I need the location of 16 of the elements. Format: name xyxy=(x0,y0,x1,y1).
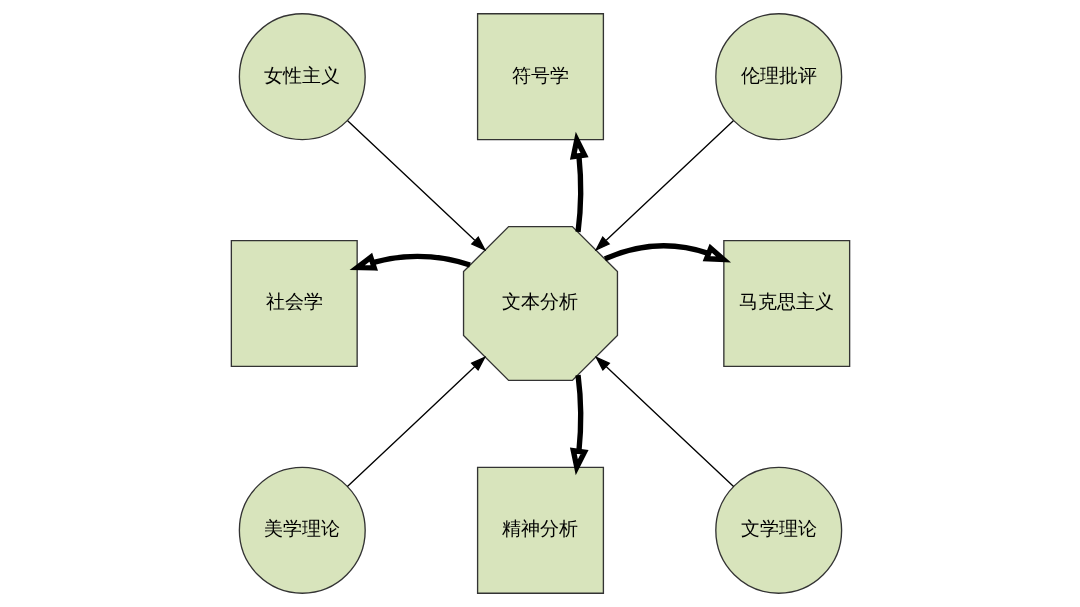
arrow xyxy=(594,120,734,252)
arrow xyxy=(349,252,471,271)
node-circle: 美学理论 xyxy=(238,466,366,594)
node-circle: 女性主义 xyxy=(238,13,366,141)
arrow xyxy=(594,356,734,488)
arrow xyxy=(603,243,731,263)
node-circle: 文学理论 xyxy=(714,466,842,594)
node-box: 符号学 xyxy=(476,13,604,141)
node-circle: 伦理批评 xyxy=(714,13,842,141)
node-box: 马克思主义 xyxy=(722,239,850,368)
arrow xyxy=(569,374,589,476)
arrow xyxy=(346,120,486,252)
node-box: 精神分析 xyxy=(476,466,604,594)
arrow xyxy=(569,131,589,233)
arrow xyxy=(346,356,486,488)
node-box: 社会学 xyxy=(230,239,358,368)
